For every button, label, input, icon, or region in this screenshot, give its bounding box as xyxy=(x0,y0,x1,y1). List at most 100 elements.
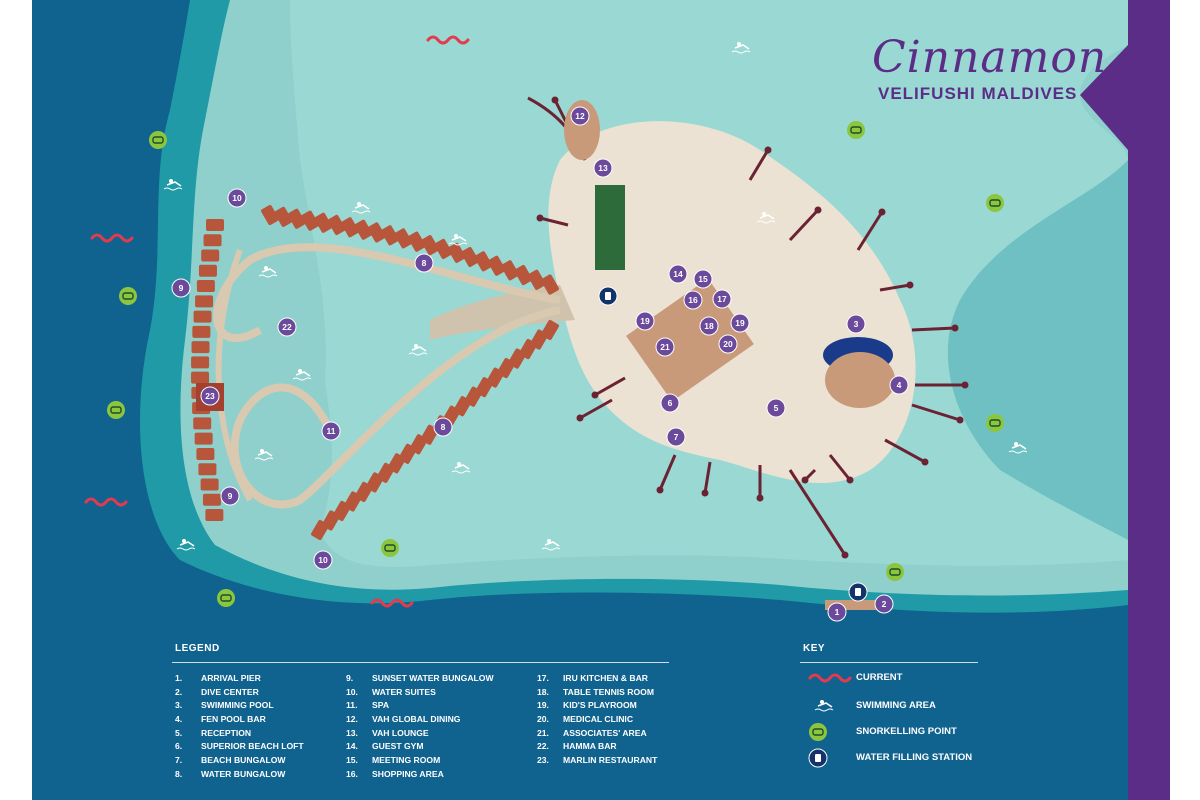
jetties xyxy=(527,96,969,610)
walkway-south xyxy=(230,306,561,509)
location-marker-label: 9 xyxy=(179,283,184,293)
key-item-icon xyxy=(808,673,852,683)
villa xyxy=(314,212,333,233)
villa xyxy=(367,222,386,243)
location-marker-label: 19 xyxy=(735,318,745,328)
location-marker: 18 xyxy=(699,316,719,336)
key-item: CURRENT xyxy=(808,668,988,688)
jetty-end xyxy=(846,476,854,484)
legend-item-number: 3. xyxy=(175,700,183,711)
legend-item: 18.TABLE TENNIS ROOM xyxy=(537,687,657,701)
legend-title: LEGEND xyxy=(175,643,220,654)
reef-edge-east xyxy=(947,160,1128,540)
key-item-label: CURRENT xyxy=(856,672,903,683)
swimmer-icon xyxy=(258,266,278,278)
jetty xyxy=(828,454,852,481)
jetty xyxy=(658,454,677,491)
legend-item-number: 6. xyxy=(175,741,183,752)
legend-item: 10.WATER SUITES xyxy=(346,687,494,701)
location-marker-label: 2 xyxy=(882,599,887,609)
location-marker-label: 11 xyxy=(327,426,336,436)
location-marker-label: 8 xyxy=(422,258,427,268)
location-marker-label: 22 xyxy=(282,322,292,332)
villa xyxy=(407,231,426,252)
villa xyxy=(206,219,224,231)
location-marker-label: 23 xyxy=(205,391,215,401)
key-item-icon xyxy=(808,748,828,768)
legend-item-number: 12. xyxy=(346,714,358,725)
jetty xyxy=(579,398,613,420)
villa xyxy=(196,280,215,293)
legend-item-number: 15. xyxy=(346,755,358,766)
location-marker-label: 5 xyxy=(774,403,779,413)
legend-item-label: SWIMMING POOL xyxy=(201,700,274,711)
legend-item: 12.VAH GLOBAL DINING xyxy=(346,714,494,728)
swimmer-icon xyxy=(176,539,196,551)
villa xyxy=(341,217,359,238)
villa xyxy=(501,260,519,281)
villa-rows xyxy=(191,204,559,541)
location-marker: 12 xyxy=(570,106,590,126)
location-marker-label: 21 xyxy=(660,342,670,352)
villa xyxy=(205,509,224,521)
legend-item-label: WATER BUNGALOW xyxy=(201,768,286,779)
legend-item: 7.BEACH BUNGALOW xyxy=(175,755,304,769)
pool-deck xyxy=(825,352,895,408)
legend-item: 13.VAH LOUNGE xyxy=(346,728,494,742)
villa xyxy=(434,238,453,259)
villa xyxy=(301,210,319,231)
villa xyxy=(198,264,217,277)
brand-logo-text: Cinnamon xyxy=(872,32,1108,83)
swimmer-icon xyxy=(731,42,751,54)
location-marker-label: 13 xyxy=(598,163,608,173)
legend-item: 5.RECEPTION xyxy=(175,728,304,742)
legend-item: 15.MEETING ROOM xyxy=(346,755,494,769)
island xyxy=(548,121,916,483)
legend-item-number: 11. xyxy=(346,700,358,711)
villa xyxy=(193,310,212,323)
location-marker: 1 xyxy=(827,602,847,622)
location-marker: 3 xyxy=(846,314,866,334)
location-marker-label: 18 xyxy=(704,321,714,331)
location-marker: 9 xyxy=(220,486,240,506)
snorkel-mask-icon xyxy=(119,287,137,305)
snorkel-mask-icon xyxy=(886,563,904,581)
key-item-label: WATER FILLING STATION xyxy=(856,752,973,763)
legend-item-label: TABLE TENNIS ROOM xyxy=(563,686,655,697)
villa xyxy=(274,206,293,227)
location-marker: 9 xyxy=(171,278,191,298)
legend-item: 14.GUEST GYM xyxy=(346,741,494,755)
legend-item: 3. SWIMMING POOL xyxy=(175,700,304,714)
location-marker: 6 xyxy=(660,393,680,413)
resort-building-main xyxy=(626,278,754,402)
legend-item-label: SHOPPING AREA xyxy=(372,768,444,779)
legend-item: 4.FEN POOL BAR xyxy=(175,714,304,728)
location-marker: 2 xyxy=(874,594,894,614)
water-bottle-icon xyxy=(848,582,868,602)
jetty-end xyxy=(756,494,764,502)
legend-item-number: 20. xyxy=(537,714,549,725)
key-item-icon xyxy=(809,723,827,741)
legend-item-label: ARRIVAL PIER xyxy=(201,673,261,683)
snorkel-mask-icon xyxy=(809,723,827,741)
legend-item: 16. SHOPPING AREA xyxy=(346,769,494,783)
legend-item-number: 16. xyxy=(346,768,358,779)
legend-item: 11.SPA xyxy=(346,700,494,714)
location-marker: 8 xyxy=(433,417,453,437)
swimmer-icon xyxy=(756,212,776,224)
jetty xyxy=(856,211,884,251)
villa xyxy=(191,371,210,384)
villa xyxy=(193,417,212,430)
jetty xyxy=(884,438,926,464)
jetty-end xyxy=(801,476,809,484)
villa xyxy=(421,235,439,256)
villa xyxy=(191,341,210,354)
location-marker: 8 xyxy=(414,253,434,273)
villa xyxy=(487,255,506,276)
snorkel-mask-icon xyxy=(107,401,125,419)
key-title: KEY xyxy=(803,643,826,654)
legend-item-number: 22. xyxy=(537,741,549,752)
